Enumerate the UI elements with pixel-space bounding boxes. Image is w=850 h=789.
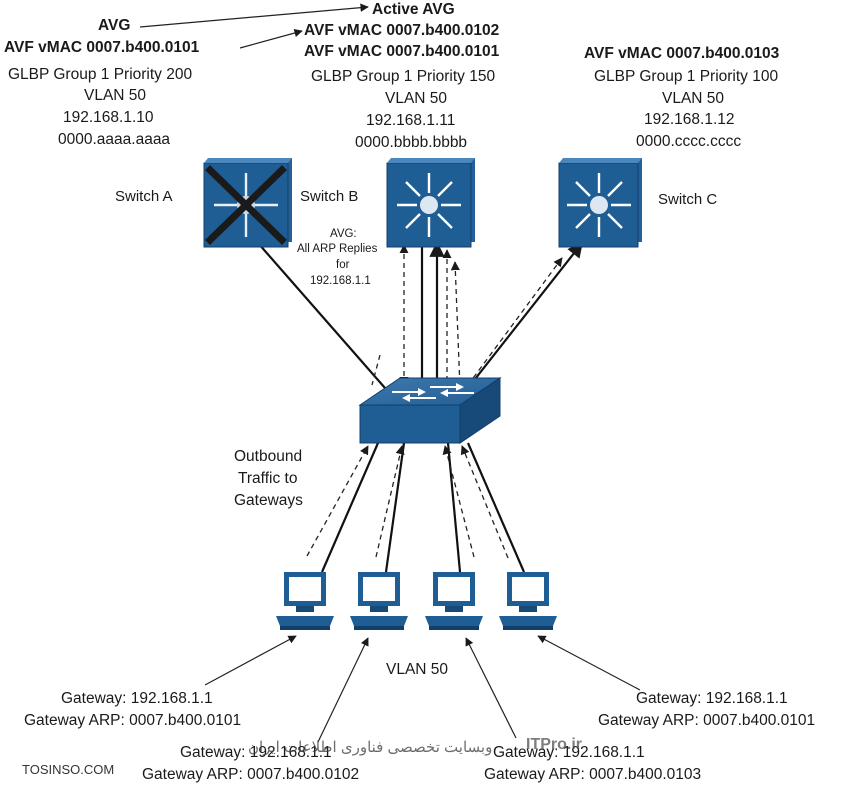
host-4-arp: Gateway ARP: 0007.b400.0101	[598, 712, 816, 729]
out-traffic-4	[460, 445, 509, 559]
switch-b-group: GLBP Group 1 Priority 150	[311, 68, 496, 85]
switch-c-ip: 192.168.1.12	[644, 111, 735, 128]
switch-a-name: Switch A	[115, 188, 173, 205]
switch-b-role: Active AVG	[372, 1, 455, 18]
host2-pointer	[317, 637, 369, 743]
host-4-gateway: Gateway: 192.168.1.1	[636, 690, 788, 707]
out-traffic-3	[442, 445, 475, 558]
link-host-2	[384, 442, 406, 573]
switch-c-name: Switch C	[658, 191, 718, 208]
out-traffic-1	[306, 445, 369, 557]
switch-b-avf-2: AVF vMAC 0007.b400.0101	[304, 43, 500, 60]
switch-a-group: GLBP Group 1 Priority 200	[8, 66, 193, 83]
switch-b-mac: 0000.bbbb.bbbb	[355, 134, 468, 151]
host-pc-4-icon[interactable]	[499, 572, 557, 630]
switch-c-icon[interactable]	[558, 158, 642, 248]
pointer-arrows	[139, 3, 641, 743]
switch-c-avf: AVF vMAC 0007.b400.0103	[584, 45, 780, 62]
watermark-site: TOSINSO.COM	[22, 762, 115, 777]
host-pc-3-icon[interactable]	[425, 572, 483, 630]
out-traffic-2	[375, 445, 405, 558]
vlan-label: VLAN 50	[386, 661, 449, 678]
switch-b-icon[interactable]	[386, 158, 475, 248]
link-host-1	[320, 442, 380, 573]
outbound-label-line-2: Traffic to	[238, 470, 298, 487]
outbound-label-line-1: Outbound	[234, 448, 303, 465]
host-3-arp: Gateway ARP: 0007.b400.0103	[484, 766, 702, 783]
avg-note-line-3: for	[336, 259, 350, 271]
host-pc-1-icon[interactable]	[276, 572, 334, 630]
avg-pointer	[139, 3, 369, 28]
switch-a-avf: AVF vMAC 0007.b400.0101	[4, 39, 200, 56]
avf-pointer	[239, 28, 303, 49]
switch-b-vlan: VLAN 50	[385, 90, 448, 107]
link-switch-a	[257, 242, 386, 389]
switch-b-ip: 192.168.1.11	[366, 112, 456, 129]
host-2-arp: Gateway ARP: 0007.b400.0102	[142, 766, 360, 783]
failed-x-mark	[205, 165, 287, 245]
uplink-dashed-lines	[371, 244, 563, 389]
switch-b-name: Switch B	[300, 188, 359, 205]
host-1-arp: Gateway ARP: 0007.b400.0101	[24, 712, 242, 729]
switch-c-mac: 0000.cccc.cccc	[636, 133, 742, 150]
avg-note-line-2: All ARP Replies	[297, 243, 378, 255]
watermark-text: وبسایت تخصصی فناوری اطلاعات ایران	[248, 739, 493, 756]
switch-a-vlan: VLAN 50	[84, 87, 147, 104]
switch-a-ip: 192.168.1.10	[63, 109, 154, 126]
host-2-gateway: Gateway: 192.168.1.1	[180, 744, 332, 761]
host-pc-2-icon[interactable]	[350, 572, 408, 630]
switch-b-avf-1: AVF vMAC 0007.b400.0102	[304, 22, 500, 39]
host1-pointer	[204, 635, 297, 686]
avg-note-line-1: AVG:	[330, 228, 357, 240]
downlink-dashed-lines	[306, 445, 509, 559]
avg-note-line-4: 192.168.1.1	[310, 275, 371, 287]
traffic-line-b-2	[450, 261, 461, 389]
host4-pointer	[537, 635, 641, 691]
distribution-switch-icon[interactable]	[358, 377, 502, 444]
watermark-brand: ITPro.ir	[526, 736, 583, 753]
switch-c-group: GLBP Group 1 Priority 100	[594, 68, 779, 85]
traffic-line-c	[467, 257, 563, 386]
switch-c-vlan: VLAN 50	[662, 90, 725, 107]
link-switch-c	[467, 241, 583, 389]
switch-a-mac: 0000.aaaa.aaaa	[58, 131, 171, 148]
link-host-3	[446, 442, 462, 573]
outbound-label-line-3: Gateways	[234, 492, 303, 509]
host-3-gateway: Gateway: 192.168.1.1	[493, 744, 645, 761]
uplink-lines	[257, 241, 583, 389]
switch-a-role: AVG	[98, 17, 131, 34]
host3-pointer	[465, 637, 517, 739]
host-1-gateway: Gateway: 192.168.1.1	[61, 690, 213, 707]
downlink-lines	[320, 442, 526, 573]
link-host-4	[466, 442, 526, 573]
